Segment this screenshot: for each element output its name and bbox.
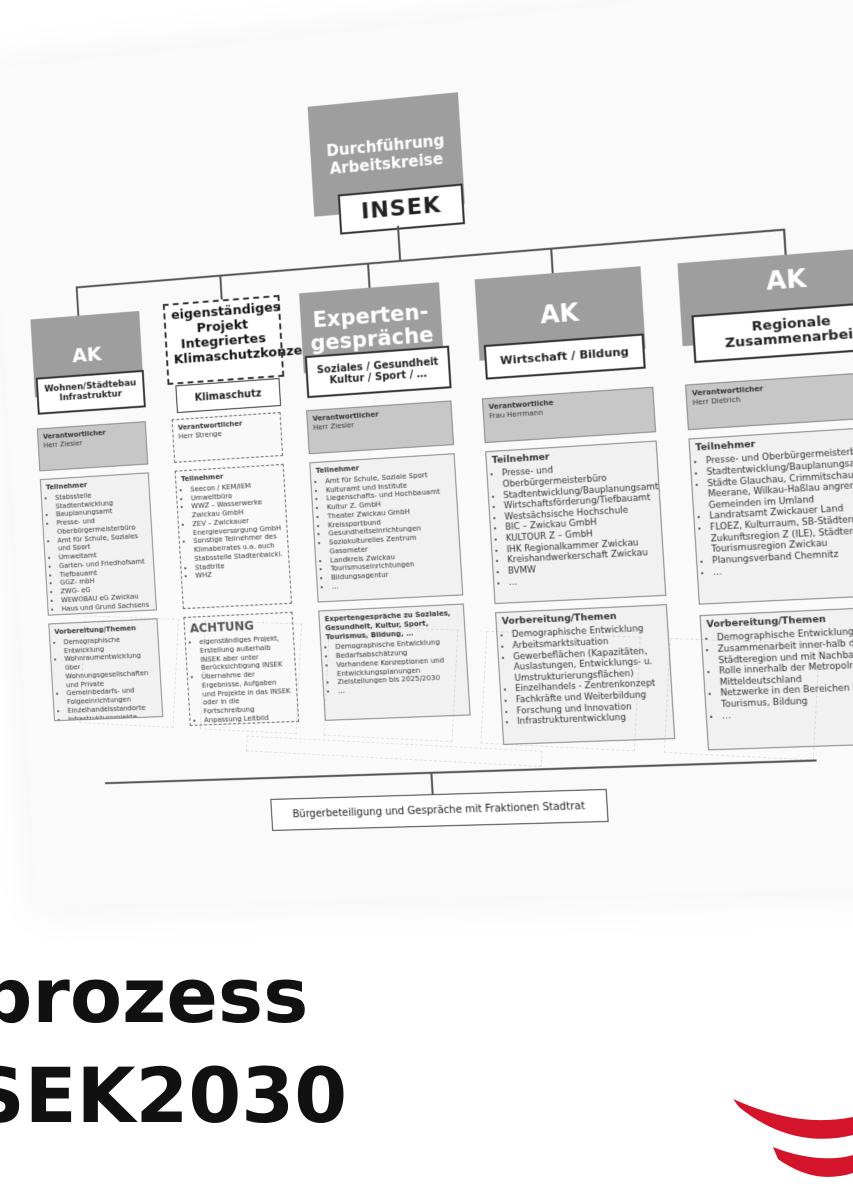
reflection-box-3 [323,625,458,742]
col4-label-text: Wirtschaft / Bildung [500,346,629,368]
col2-verantwortlich: Verantwortlicher Herr Strenge [172,412,284,463]
page-title-line-1: prozess [0,958,308,1034]
reflection-box-4 [480,631,640,752]
reflection-box-2 [200,620,302,734]
col2-label-text: Klimaschutz [194,388,261,404]
top-block-text: Durchführung Arbeitskreise [318,130,455,179]
swoosh-logo-icon [733,1077,853,1187]
col3-verantwortlich: Verantwortlicher Herr Ziesler [306,400,454,454]
reflection-box-5 [664,638,820,761]
insek-label-text: INSEK [360,193,442,224]
col4-head-text: AK [539,298,579,330]
page-title-line-1-text: prozess [0,951,308,1040]
poster-reflection [42,501,825,782]
reflection-box-1 [79,615,179,728]
buergerbeteiligung-text: Bürgerbeteiligung und Gespräche mit Frak… [292,800,585,819]
col1-label: Wohnen/Städtebau Infrastruktur [36,370,146,415]
col5-head-text: AK [765,264,807,296]
col1-verantwortlich: Verantwortlicher Herr Ziesler [37,421,148,471]
col1-label-text: Wohnen/Städtebau Infrastruktur [38,379,143,406]
col1-head-text: AK [71,342,102,368]
col2-head: eigenständiges Projekt Integriertes Klim… [163,295,284,385]
page-title-line-2: SEK2030 [0,1058,347,1134]
page-title-line-2-text: SEK2030 [0,1051,347,1140]
swoosh-red-stroke [733,1099,853,1139]
col3-label-text: Soziales / Gesundheit Kultur / Sport / … [307,356,449,388]
swoosh-red-stroke-2 [773,1147,853,1177]
col5-label-text: Regionale Zusammenarbeit [694,310,853,354]
